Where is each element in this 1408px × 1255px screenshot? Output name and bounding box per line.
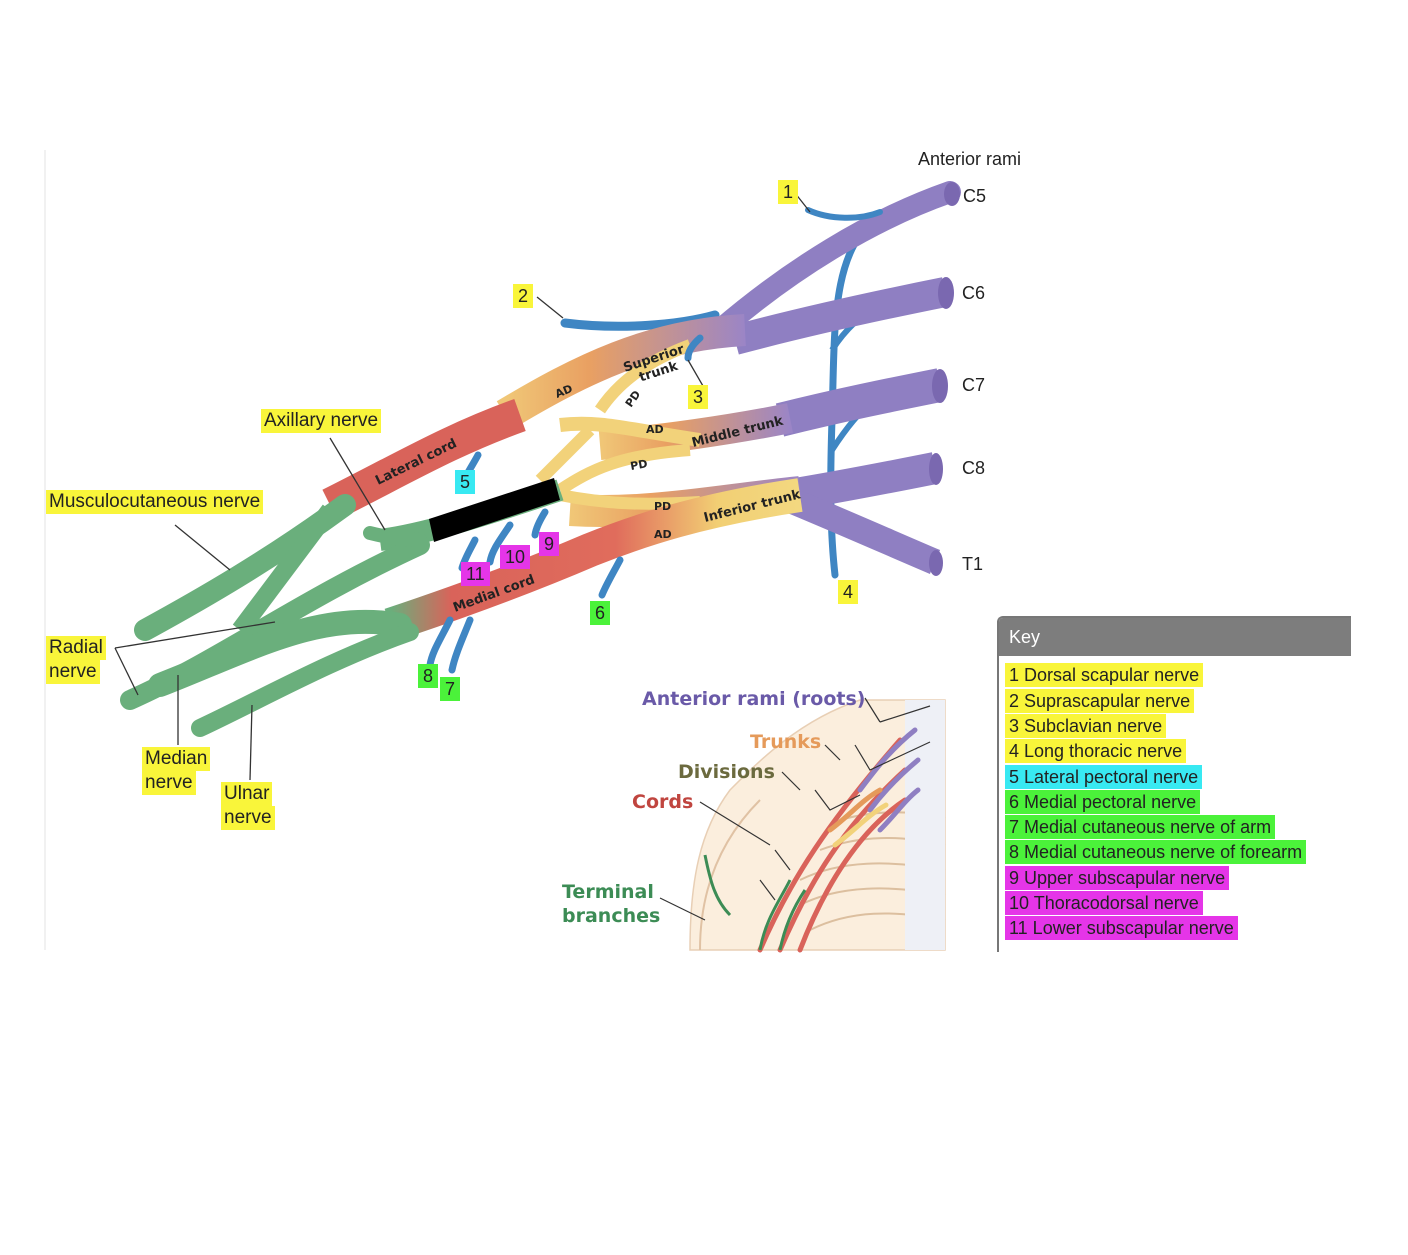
inset-terminal-label-2: branches	[562, 905, 660, 927]
marker-5: 5	[455, 470, 476, 494]
key-panel: Key 1 Dorsal scapular nerve 2 Suprascapu…	[997, 616, 1351, 952]
ad-label-middle: AD	[646, 423, 664, 436]
median-nerve-label-1: Median	[142, 747, 211, 771]
inset-trunks-label: Trunks	[750, 731, 821, 753]
key-item-4: 4 Long thoracic nerve	[1005, 739, 1187, 763]
marker-4: 4	[838, 580, 859, 604]
axillary-nerve-label: Axillary nerve	[261, 409, 382, 433]
key-item-3: 3 Subclavian nerve	[1005, 714, 1167, 738]
ad-label-superior: AD	[553, 382, 574, 401]
superior-trunk-shape	[496, 314, 746, 429]
pd-label-middle: PD	[629, 457, 648, 473]
division-superior-ad	[559, 416, 701, 447]
root-c7-end	[932, 369, 948, 403]
marker-10: 10	[500, 545, 531, 569]
subclavian-nerve	[684, 334, 704, 362]
ulnar-nerve-shape	[191, 623, 419, 737]
root-c6-end	[938, 277, 954, 309]
suprascapular-nerve	[560, 310, 720, 331]
inset-spine	[905, 700, 945, 950]
marker-8: 8	[418, 664, 439, 688]
leader-3	[687, 359, 704, 387]
medial-cord-shape	[384, 478, 803, 642]
lateral-cord-shape	[322, 398, 526, 521]
median-lateral-root-shape	[232, 504, 338, 636]
dorsal-scapular-nerve	[805, 207, 883, 221]
division-middle-pd	[556, 444, 691, 495]
key-item-10: 10 Thoracodorsal nerve	[1005, 891, 1203, 915]
key-item-9: 9 Upper subscapular nerve	[1005, 866, 1230, 890]
division-superior-pd	[595, 339, 693, 414]
medial-cutaneous-forearm	[426, 616, 454, 669]
root-c7-shape	[775, 368, 944, 437]
inset-divisions-label: Divisions	[678, 761, 775, 783]
key-item-7: 7 Medial cutaneous nerve of arm	[1005, 815, 1276, 839]
c7-label: C7	[962, 375, 986, 395]
root-c5-end	[944, 182, 960, 206]
leader-2	[536, 296, 564, 319]
key-item-8: 8 Medial cutaneous nerve of forearm	[1005, 840, 1307, 864]
c8-label: C8	[962, 458, 986, 478]
leader-radial-a	[114, 621, 276, 649]
root-c5-shape	[709, 181, 961, 341]
c5-label: C5	[963, 186, 987, 206]
inset-humerus	[699, 799, 761, 951]
ulnar-nerve-label-2: nerve	[221, 806, 275, 830]
marker-2: 2	[513, 284, 534, 308]
radial-nerve-label-2: nerve	[46, 660, 100, 684]
leader-musculocutaneous	[174, 524, 231, 571]
key-item-5: 5 Lateral pectoral nerve	[1005, 765, 1203, 789]
key-item-1: 1 Dorsal scapular nerve	[1005, 663, 1204, 687]
inset-terminal-label-1: Terminal	[562, 881, 654, 903]
leader-ulnar	[249, 704, 253, 781]
redaction-bar	[429, 478, 560, 542]
thoracodorsal-nerve	[486, 521, 514, 566]
marker-9: 9	[539, 532, 560, 556]
medial-pectoral-nerve	[598, 556, 624, 599]
pd-label-inferior: PD	[654, 500, 671, 513]
division-cross	[535, 425, 595, 485]
marker-6: 6	[590, 601, 611, 625]
root-t1-shape	[784, 488, 941, 574]
inset-illustration: Anterior rami (roots) Trunks Divisions C…	[562, 688, 946, 953]
medial-cutaneous-arm	[448, 616, 474, 674]
axillary-nerve-shape	[363, 526, 427, 547]
pd-label-superior: PD	[623, 388, 644, 410]
leader-axillary	[329, 437, 386, 531]
c6-label: C6	[962, 283, 986, 303]
key-title: Key	[999, 618, 1351, 656]
root-c8-end	[929, 453, 943, 485]
key-item-6: 6 Medial pectoral nerve	[1005, 790, 1201, 814]
marker-3: 3	[688, 385, 709, 409]
ulnar-nerve-label-1: Ulnar	[221, 782, 273, 806]
musculocutaneous-nerve-label: Musculocutaneous nerve	[46, 490, 264, 514]
marker-7: 7	[440, 677, 461, 701]
marker-11: 11	[461, 562, 490, 586]
marker-1: 1	[778, 180, 799, 204]
root-c6-shape	[731, 277, 948, 355]
leader-radial-b	[114, 647, 139, 696]
t1-label: T1	[962, 554, 984, 574]
anterior-rami-label: Anterior rami	[918, 149, 1022, 169]
inset-roots-label: Anterior rami (roots)	[642, 688, 865, 710]
median-nerve-shape	[148, 609, 412, 697]
radial-nerve-label-1: Radial	[46, 636, 106, 660]
root-t1-end	[929, 550, 943, 576]
median-nerve-label-2: nerve	[142, 771, 196, 795]
key-item-11: 11 Lower subscapular nerve	[1005, 916, 1238, 940]
ad-label-inferior: AD	[654, 528, 672, 541]
upper-subscapular-nerve	[531, 508, 549, 539]
inset-cords-label: Cords	[632, 791, 693, 813]
root-c8-shape	[787, 452, 939, 511]
key-item-2: 2 Suprascapular nerve	[1005, 689, 1195, 713]
